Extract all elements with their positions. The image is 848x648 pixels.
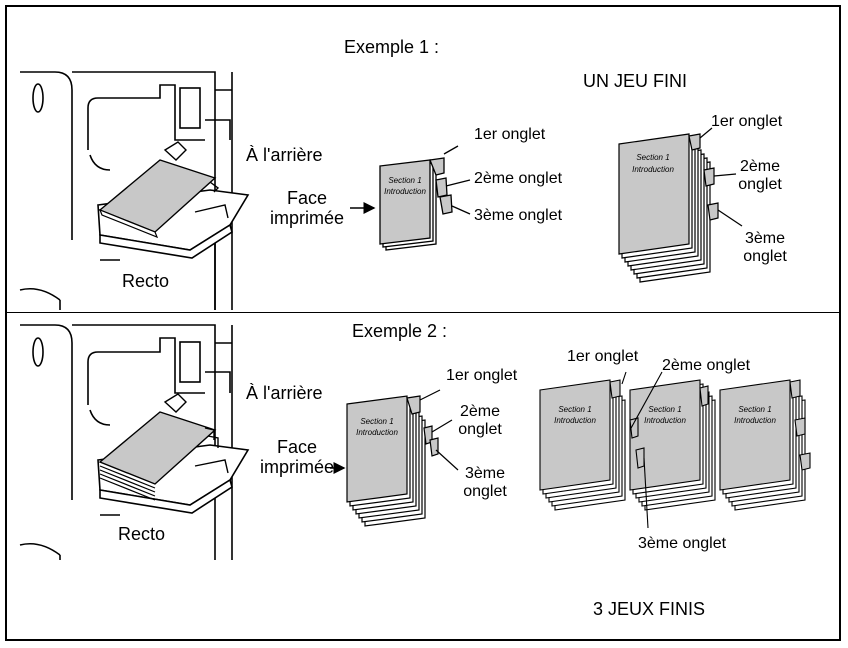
example2-face-line2: imprimée bbox=[259, 456, 334, 477]
example2-tab2-label: 2ème onglet bbox=[450, 403, 510, 438]
example1-finished-tab3-line2: onglet bbox=[743, 247, 787, 265]
bypass-tray-top bbox=[97, 141, 250, 259]
example2-tab3-label: 3ème onglet bbox=[455, 465, 515, 500]
example2-finished-set-3 bbox=[719, 379, 811, 511]
doc-cover-texts: Section 1 Introduction Section 1 Introdu… bbox=[356, 153, 776, 437]
example2-face-label: Face imprimée bbox=[242, 437, 352, 478]
example1-finished-tab1-label: 1er onglet bbox=[711, 113, 783, 130]
example2-tab3-line2: onglet bbox=[463, 482, 507, 500]
example1-finished-tab2-line1: 2ème bbox=[739, 158, 781, 175]
example1-recto-label: Recto bbox=[122, 271, 170, 291]
example2-finished-tab1-label: 1er onglet bbox=[567, 348, 639, 365]
ex2-set3-doc-line2: Introduction bbox=[734, 416, 776, 425]
example2-finished-set-1 bbox=[539, 379, 626, 511]
bypass-tray-bottom bbox=[97, 393, 250, 514]
example1-finished-tab2-label: 2ème onglet bbox=[730, 158, 790, 193]
ex2-set2-doc-line2: Introduction bbox=[644, 416, 686, 425]
ex2-set2-doc-line1: Section 1 bbox=[648, 405, 681, 414]
example2-tab2-line1: 2ème bbox=[459, 403, 501, 420]
ex2-set1-doc-line1: Section 1 bbox=[558, 405, 591, 414]
example1-tab3-label: 3ème onglet bbox=[474, 207, 563, 224]
example1-face-line2: imprimée bbox=[269, 207, 344, 228]
example1-result-label: UN JEU FINI bbox=[583, 71, 688, 91]
example2-finished-set-2 bbox=[629, 379, 716, 511]
example1-finished-tab3-line1: 3ème bbox=[744, 230, 786, 247]
example2-tab3-line1: 3ème bbox=[464, 465, 506, 482]
example2-result-label: 3 JEUX FINIS bbox=[593, 599, 706, 619]
figure-frame bbox=[5, 5, 841, 641]
example1-heading: Exemple 1 : bbox=[344, 37, 440, 57]
example2-tab2-line2: onglet bbox=[458, 420, 502, 438]
example1-tab-stack bbox=[379, 145, 471, 251]
example1-tab1-label: 1er onglet bbox=[474, 126, 546, 143]
example2-leader-lines bbox=[621, 371, 663, 529]
ex2-set3-doc-line1: Section 1 bbox=[738, 405, 771, 414]
example1-finished-tab2-line2: onglet bbox=[738, 175, 782, 193]
example2-tab-stack bbox=[346, 389, 459, 527]
example1-finished-set bbox=[618, 127, 743, 283]
example1-face-label: Face imprimée bbox=[252, 188, 362, 229]
example2-tab1-label: 1er onglet bbox=[446, 367, 518, 384]
example2-recto-label: Recto bbox=[118, 524, 166, 544]
example2-finished-tab3-label: 3ème onglet bbox=[638, 535, 727, 552]
example1-face-line1: Face bbox=[286, 188, 328, 208]
example1-back-label: À l'arrière bbox=[246, 145, 323, 165]
section-divider bbox=[7, 312, 839, 313]
example2-heading: Exemple 2 : bbox=[352, 321, 448, 341]
ex1-small-doc-line2: Introduction bbox=[384, 187, 426, 196]
ex1-small-doc-line1: Section 1 bbox=[388, 176, 421, 185]
ex1-finished-doc-line2: Introduction bbox=[632, 165, 674, 174]
ex2-set1-doc-line2: Introduction bbox=[554, 416, 596, 425]
ex1-finished-doc-line1: Section 1 bbox=[636, 153, 669, 162]
example2-back-label: À l'arrière bbox=[246, 383, 323, 403]
example2-face-line1: Face bbox=[276, 437, 318, 457]
example1-finished-tab3-label: 3ème onglet bbox=[735, 230, 795, 265]
ex2-small-doc-line1: Section 1 bbox=[360, 417, 393, 426]
example2-finished-tab2-label: 2ème onglet bbox=[662, 357, 751, 374]
ex2-small-doc-line2: Introduction bbox=[356, 428, 398, 437]
example1-tab2-label: 2ème onglet bbox=[474, 170, 563, 187]
